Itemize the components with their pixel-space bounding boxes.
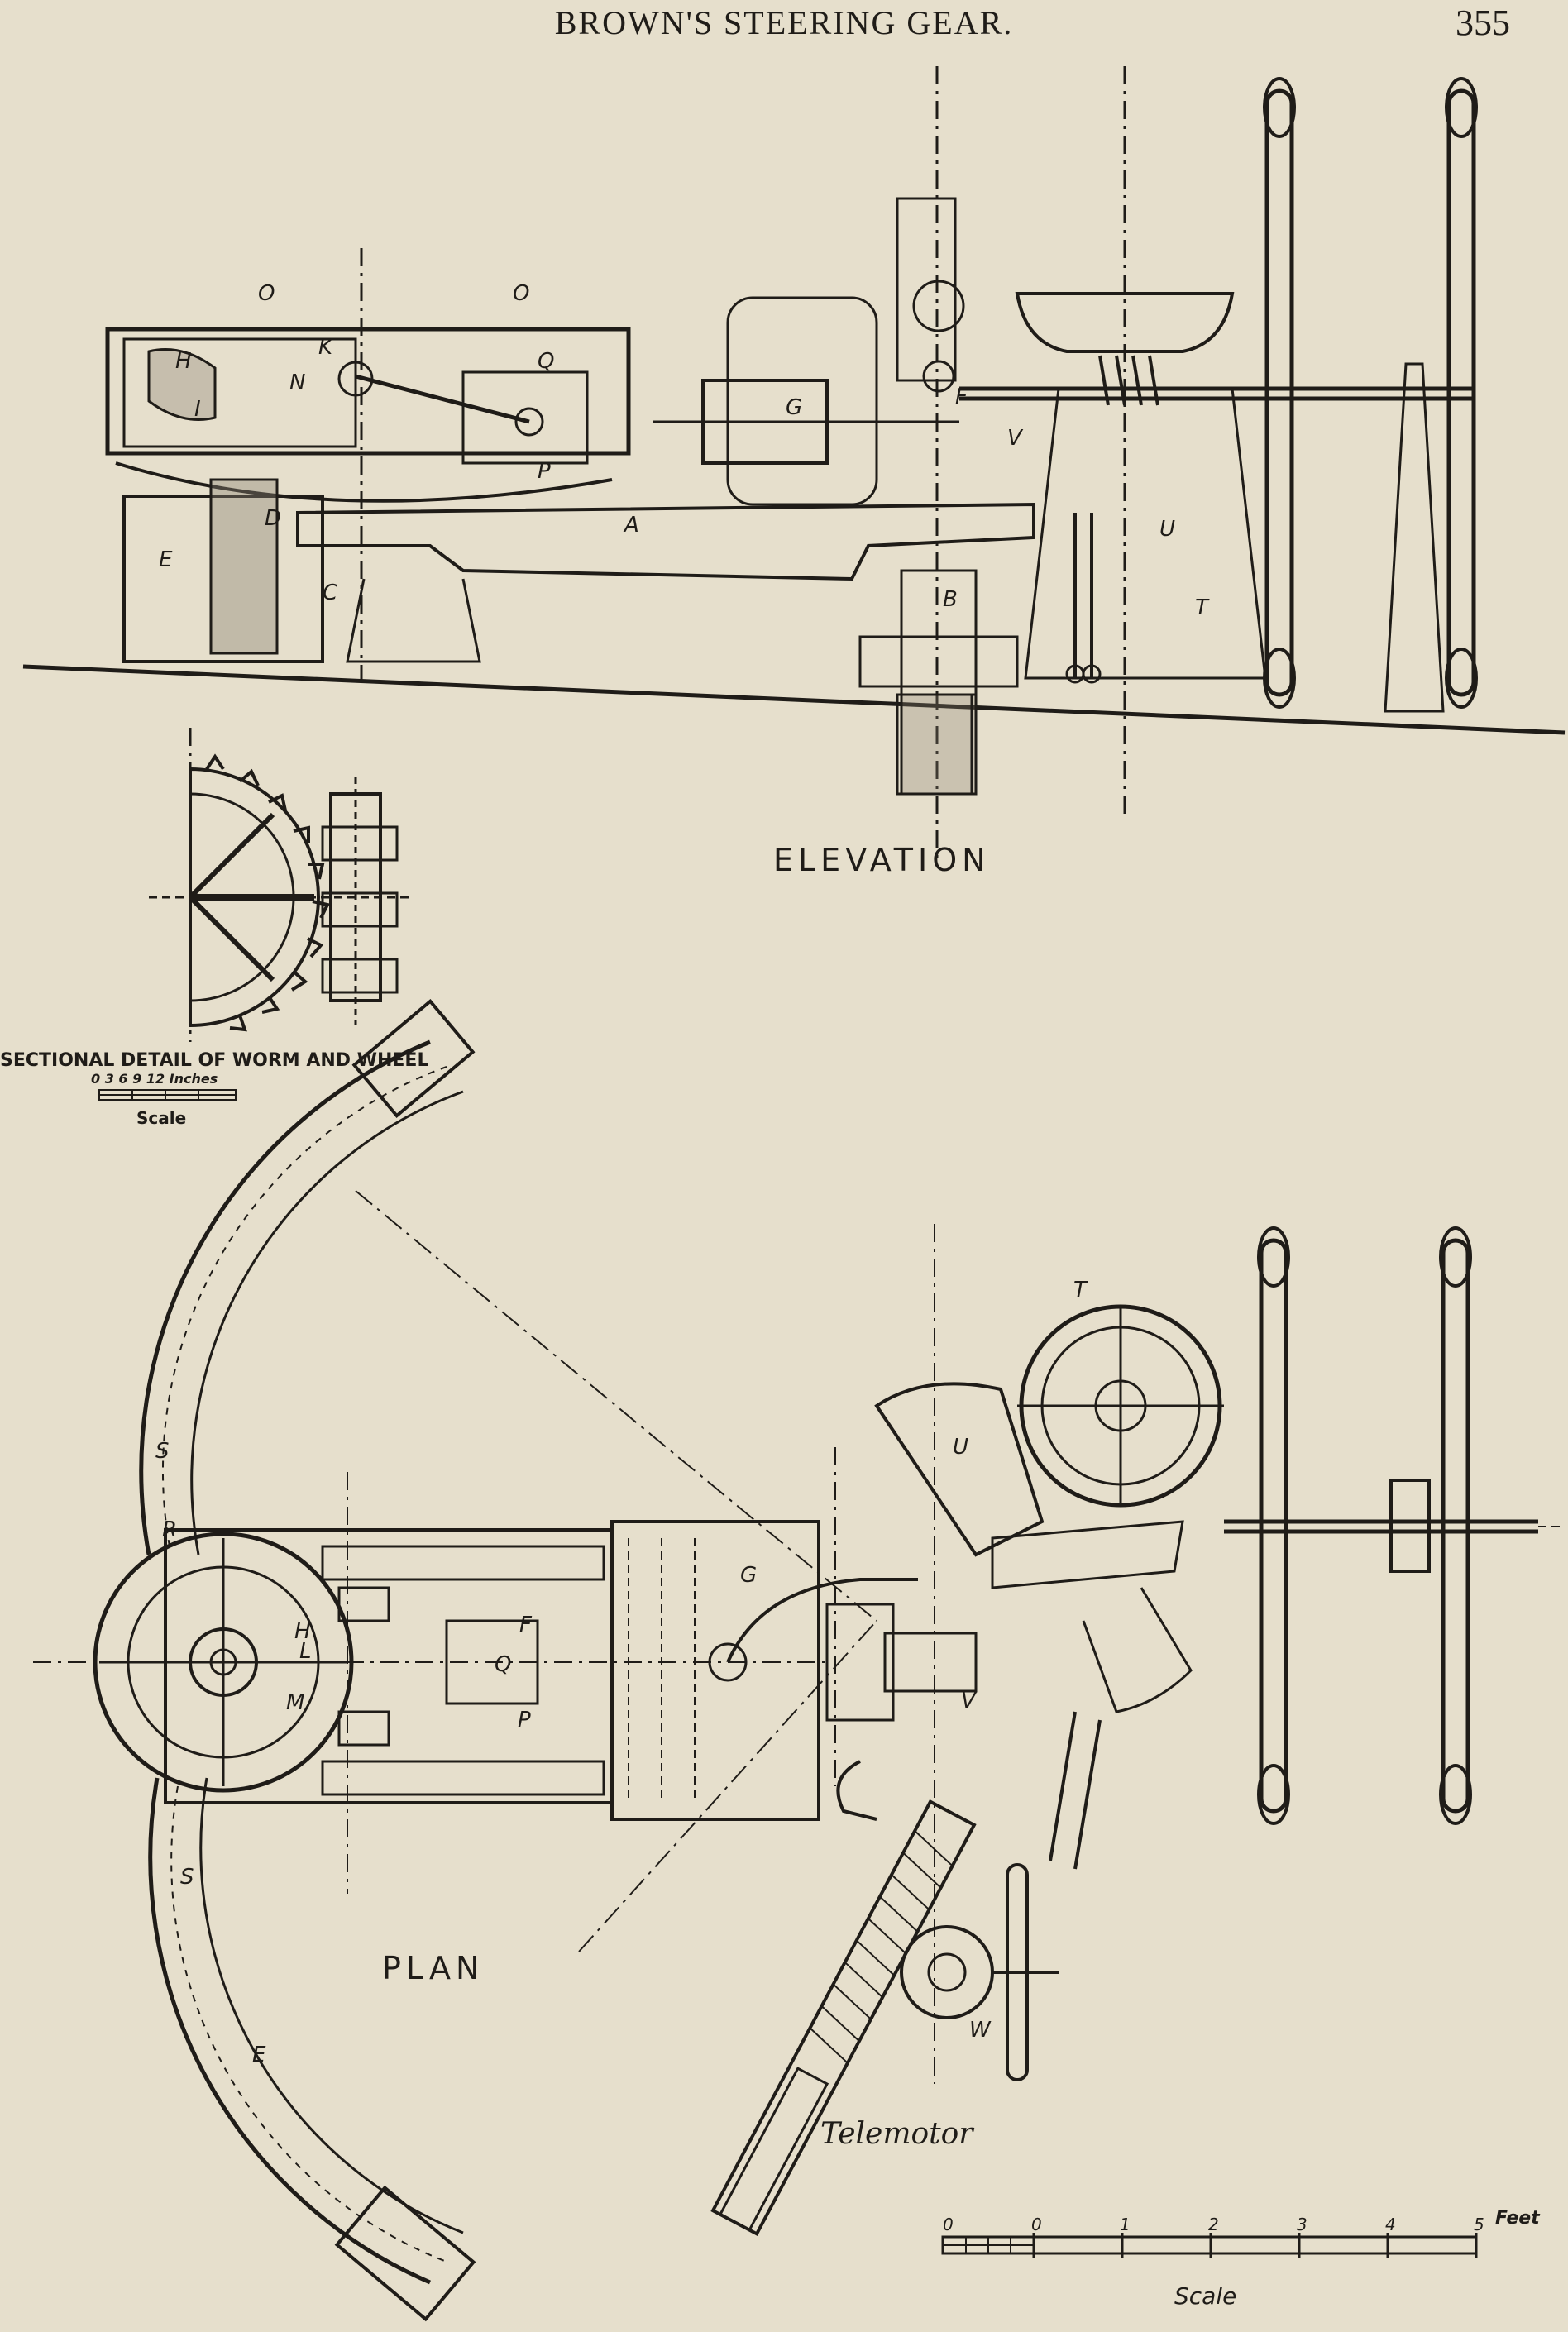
plan-view bbox=[33, 998, 1565, 2322]
part-label: P bbox=[518, 1708, 531, 1732]
scale-tick: 0 bbox=[943, 2215, 954, 2234]
part-label: W bbox=[969, 2018, 991, 2043]
running-header: BROWN'S STEERING GEAR. bbox=[554, 4, 1014, 41]
part-label: V bbox=[1007, 426, 1022, 451]
part-label: C bbox=[323, 581, 338, 605]
part-label: P bbox=[538, 459, 551, 484]
part-label: Q bbox=[538, 349, 555, 374]
elevation-view bbox=[22, 66, 1566, 860]
part-label: B bbox=[943, 587, 958, 612]
part-label: N bbox=[289, 370, 306, 395]
elevation-caption: ELEVATION bbox=[773, 842, 991, 878]
scale-tick: 3 bbox=[1297, 2215, 1307, 2234]
telemotor-label: Telemotor bbox=[820, 2117, 973, 2151]
part-label: F bbox=[519, 1613, 532, 1637]
small-scale-label: Scale bbox=[136, 1108, 187, 1128]
part-label: O bbox=[258, 281, 275, 306]
scale-tick: 0 bbox=[1031, 2215, 1042, 2234]
part-label: R bbox=[162, 1517, 178, 1542]
part-label: T bbox=[1073, 1278, 1087, 1302]
part-label: H bbox=[175, 349, 192, 374]
part-label: U bbox=[1159, 517, 1176, 542]
part-label: Q bbox=[495, 1652, 512, 1677]
part-label: S bbox=[180, 1865, 194, 1890]
part-label: A bbox=[624, 513, 639, 538]
part-label: M bbox=[286, 1690, 305, 1715]
part-label: E bbox=[252, 2043, 266, 2067]
part-label: I bbox=[194, 397, 201, 422]
part-label: D bbox=[265, 506, 282, 531]
scale-tick: 4 bbox=[1385, 2215, 1396, 2234]
scale-tick: 1 bbox=[1120, 2215, 1131, 2234]
scale-tick: 2 bbox=[1208, 2215, 1219, 2234]
large-scale-unit: Feet bbox=[1495, 2208, 1540, 2229]
part-label: K bbox=[318, 335, 333, 360]
part-label: O bbox=[513, 281, 530, 306]
part-label: U bbox=[953, 1435, 969, 1460]
part-label: E bbox=[159, 547, 173, 572]
sectional-detail-caption: SECTIONAL DETAIL OF WORM AND WHEEL bbox=[0, 1050, 429, 1071]
small-scale-ticks: 0 3 6 9 12 Inches bbox=[91, 1071, 218, 1087]
scale-tick: 5 bbox=[1474, 2215, 1484, 2234]
part-label: S bbox=[155, 1439, 170, 1464]
part-label: G bbox=[786, 395, 803, 420]
part-label: L bbox=[299, 1639, 312, 1664]
plan-caption: PLAN bbox=[382, 1950, 485, 1986]
large-scale-label: Scale bbox=[1174, 2282, 1237, 2310]
page-number: 355 bbox=[1456, 2, 1510, 43]
part-label: G bbox=[740, 1563, 758, 1588]
small-scale-bar bbox=[98, 1089, 237, 1101]
part-label: V bbox=[961, 1689, 976, 1713]
part-label: T bbox=[1195, 595, 1208, 620]
worm-wheel-section bbox=[149, 728, 414, 1042]
large-scale-bar bbox=[941, 2233, 1478, 2258]
part-label: F bbox=[955, 385, 968, 409]
part-label: H bbox=[294, 1619, 311, 1644]
